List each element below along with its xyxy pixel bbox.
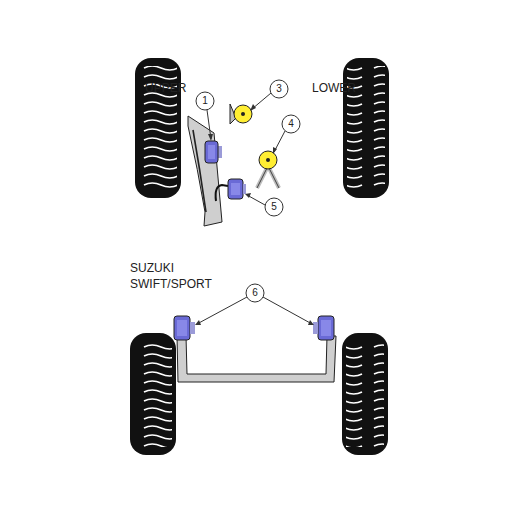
tyre (343, 58, 389, 198)
upper-heading: UPPER (145, 80, 186, 96)
polyurethane-bush (313, 316, 334, 340)
callout-number: 6 (252, 286, 258, 300)
arm-inner-line (193, 130, 206, 212)
tyre (342, 333, 388, 455)
callout-number: 1 (202, 94, 208, 108)
callout-circles (196, 80, 300, 302)
leader-lines (197, 93, 312, 324)
tyre (130, 333, 176, 455)
callout-number: 3 (276, 82, 282, 96)
callout-number: 5 (271, 200, 277, 214)
mount-bush (257, 151, 279, 188)
lower-heading: LOWER (312, 80, 356, 96)
polyurethane-bush (174, 316, 195, 340)
mount-bush (230, 104, 252, 124)
control-arm (188, 116, 222, 226)
vehicle-model: SUZUKI SWIFT/SPORT (130, 260, 225, 292)
callout-number: 4 (288, 117, 294, 131)
polyurethane-bush (205, 141, 222, 163)
tyre (135, 58, 181, 198)
tie-rod (216, 185, 228, 201)
leader-heads (195, 104, 314, 325)
rear-beam (177, 336, 336, 382)
polyurethane-bush (228, 179, 246, 199)
